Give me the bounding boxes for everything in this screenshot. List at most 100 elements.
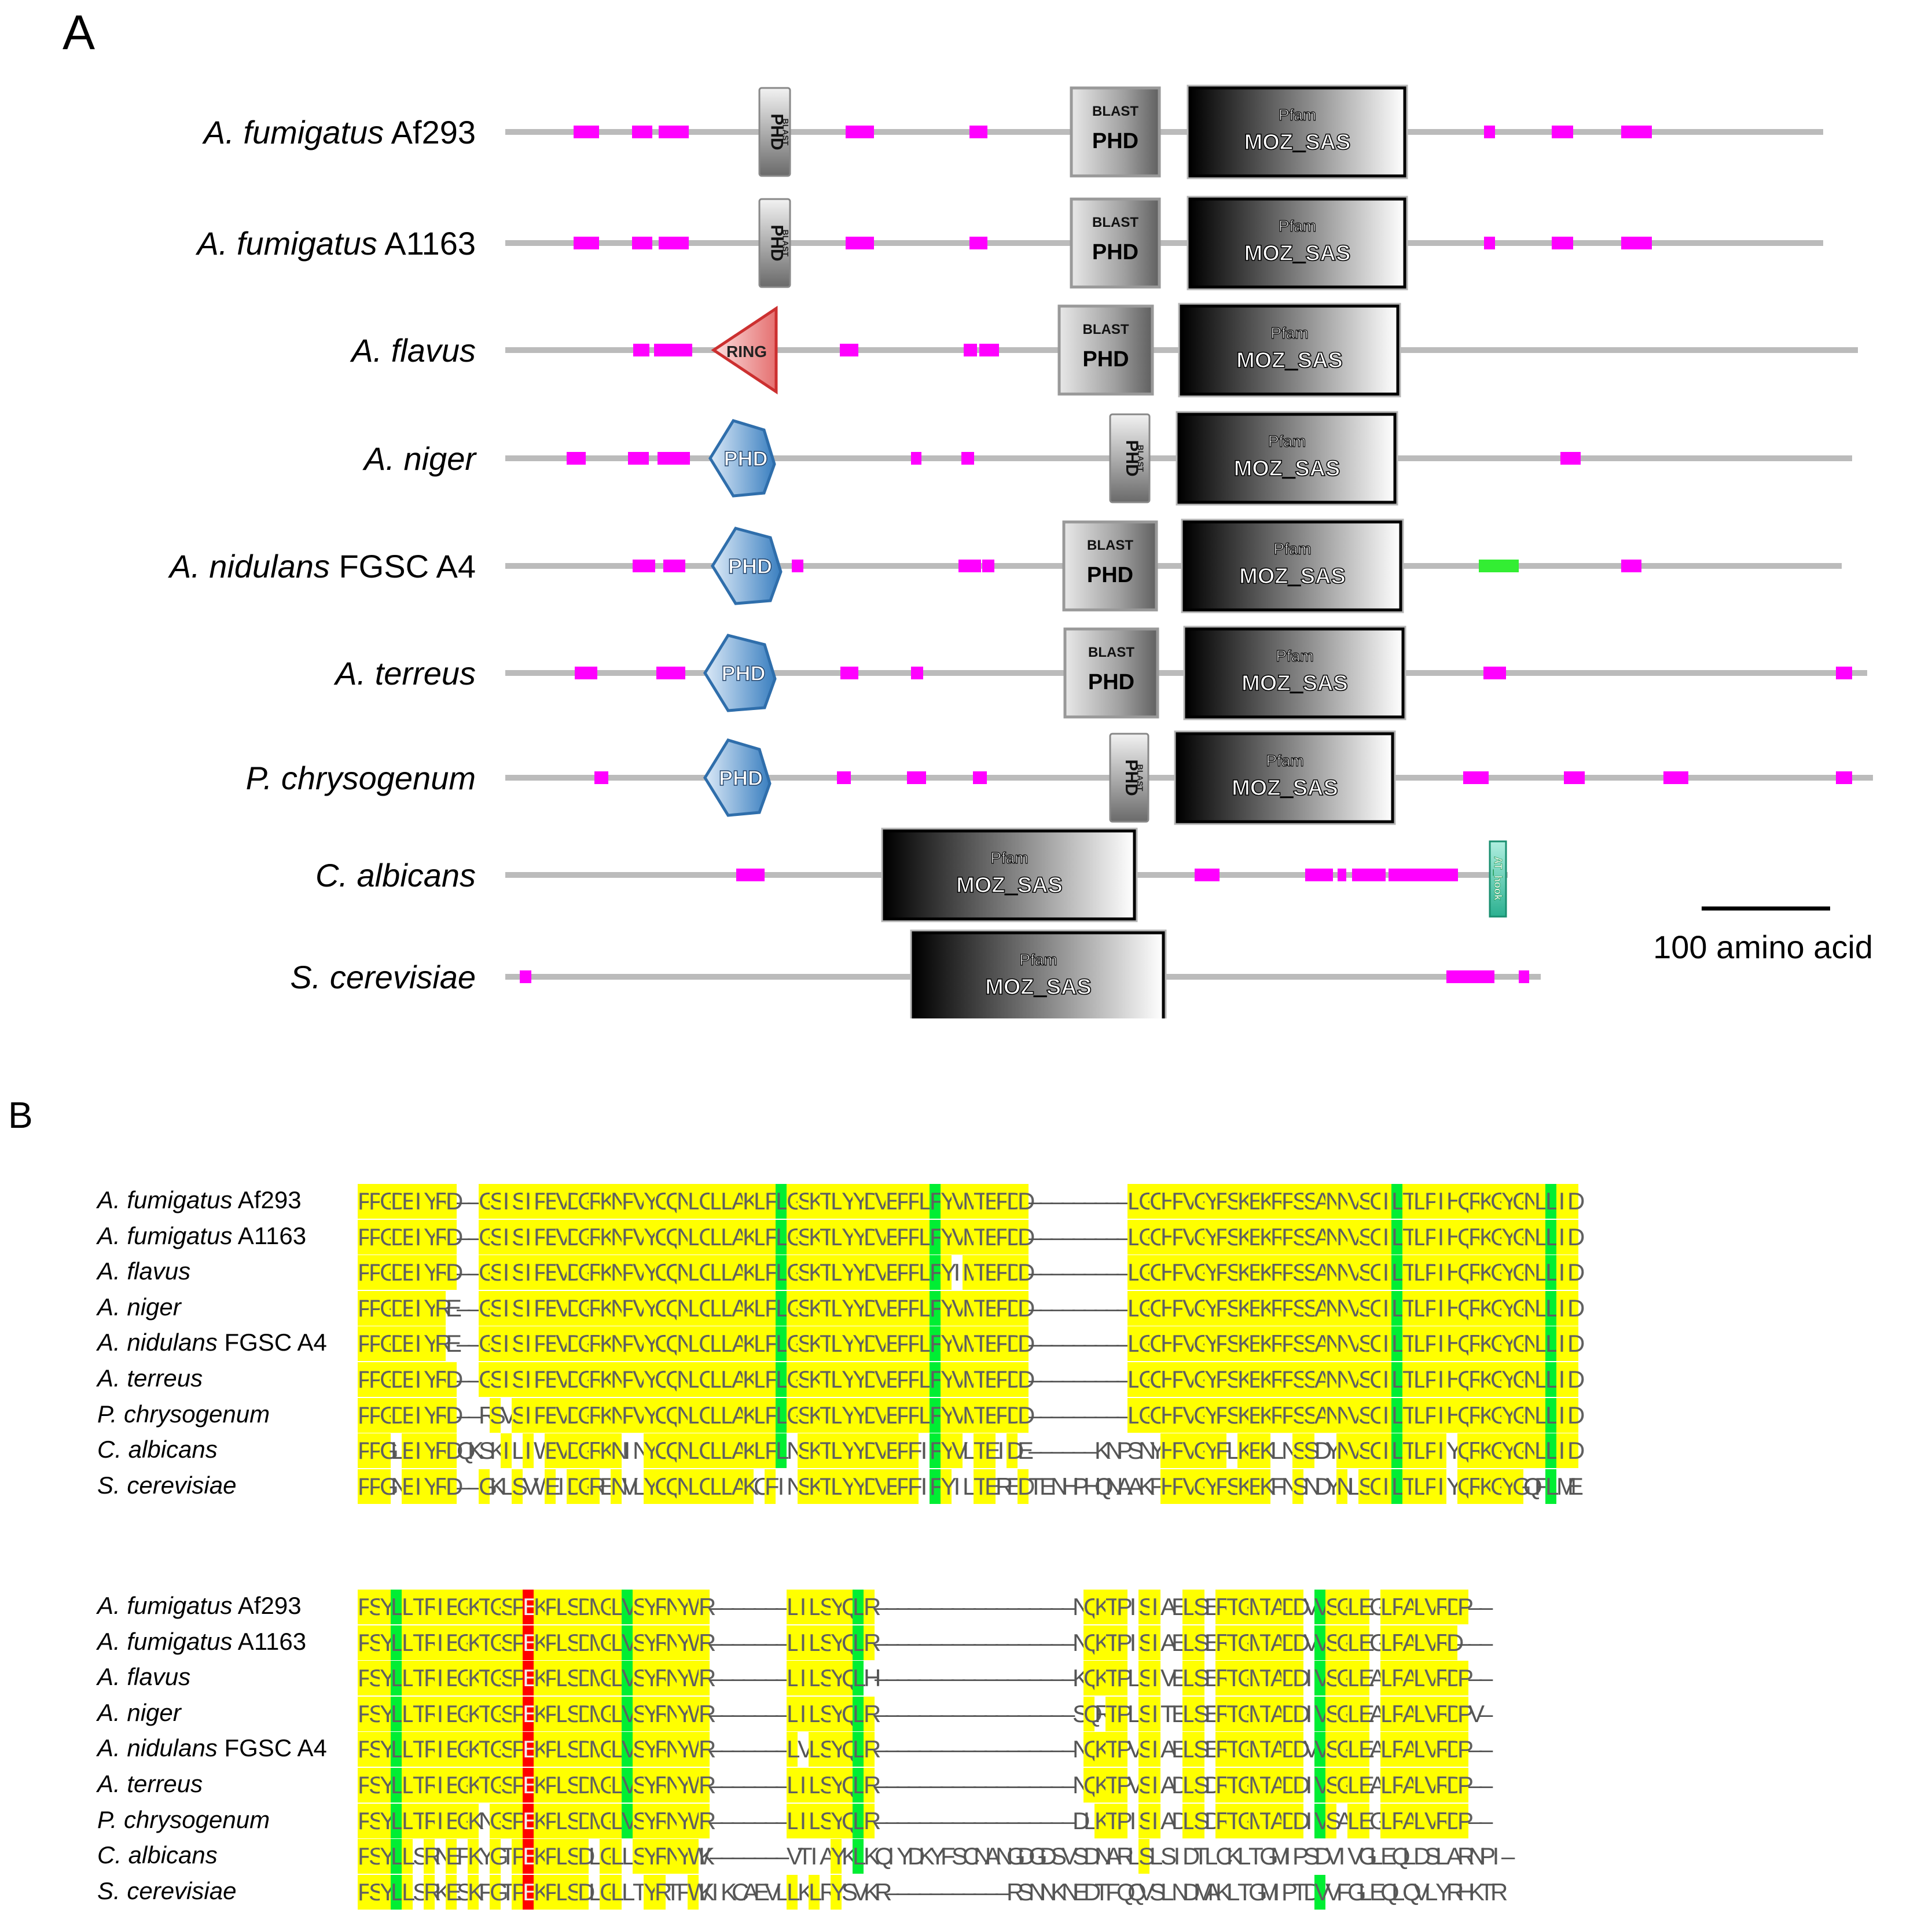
residue: G — [578, 1362, 597, 1397]
residue: Y — [831, 1768, 847, 1803]
residue: Q — [666, 1326, 685, 1362]
residue: C — [1149, 1184, 1167, 1219]
residue: V — [633, 1362, 649, 1397]
residue: L — [556, 1661, 569, 1696]
residue: L — [831, 1362, 844, 1397]
residue: G — [578, 1184, 597, 1219]
residue: I — [413, 1362, 424, 1397]
residue: L — [776, 1878, 789, 1906]
residue: F — [1215, 1184, 1231, 1219]
residue: K — [743, 1362, 759, 1397]
residue: L — [754, 1255, 767, 1290]
residue: – — [1072, 1366, 1086, 1393]
residue: M — [1248, 1732, 1269, 1767]
species-genus: A. flavus — [350, 332, 476, 369]
residue: I — [1380, 1433, 1391, 1469]
pfam-box — [912, 931, 1165, 1018]
residue: – — [974, 1700, 987, 1727]
residue: H — [1160, 1184, 1178, 1219]
residue: T — [1402, 1184, 1417, 1219]
residue: F — [1171, 1219, 1187, 1255]
residue: – — [930, 1664, 943, 1692]
residue: L — [1413, 1326, 1427, 1362]
residue: P — [1281, 1290, 1298, 1326]
residue: E — [1358, 1661, 1375, 1696]
disordered-region — [1484, 237, 1495, 249]
residue: T — [1105, 1768, 1121, 1803]
residue: G — [787, 1290, 806, 1326]
residue: D — [578, 1625, 595, 1660]
alignment-species-genus: A. flavus — [97, 1257, 191, 1285]
residue: A — [1270, 1696, 1287, 1731]
residue: R — [1468, 1184, 1486, 1219]
residue: Y — [424, 1362, 440, 1397]
residue: C — [655, 1433, 672, 1469]
residue: Y — [1446, 1472, 1463, 1500]
residue: D — [1072, 1807, 1090, 1834]
pfam-label: Pfam — [1279, 106, 1316, 124]
residue: F — [1171, 1255, 1187, 1290]
residue: N — [391, 1472, 409, 1500]
residue: K — [1237, 1362, 1254, 1397]
residue: M — [963, 1255, 983, 1290]
residue: S — [490, 1326, 506, 1362]
residue: I — [1556, 1184, 1567, 1219]
residue: K — [600, 1255, 616, 1290]
residue: L — [1402, 1842, 1416, 1870]
residue: L — [776, 1184, 789, 1219]
residue: I — [501, 1362, 512, 1397]
residue: Q — [842, 1590, 861, 1624]
residue: R — [1435, 1696, 1453, 1731]
residue: Y — [644, 1732, 660, 1767]
residue: S — [1358, 1255, 1375, 1290]
residue: A — [1369, 1771, 1386, 1798]
residue: T — [974, 1326, 989, 1362]
residue: – — [1040, 1437, 1053, 1465]
residue: P — [897, 1362, 913, 1397]
residue: D — [864, 1469, 881, 1504]
residue: C — [754, 1472, 772, 1500]
residue: – — [1040, 1664, 1053, 1692]
residue: E — [446, 1625, 462, 1660]
residue: G — [457, 1696, 476, 1731]
residue: C — [1149, 1326, 1167, 1362]
residue: G — [578, 1469, 597, 1504]
residue: V — [633, 1184, 649, 1219]
residue: N — [1336, 1184, 1354, 1219]
residue: R — [1457, 1842, 1475, 1870]
residue: – — [974, 1593, 987, 1620]
residue: – — [1029, 1330, 1042, 1358]
residue: I — [1149, 1768, 1160, 1803]
residue: Y — [1204, 1362, 1221, 1397]
residue: I — [711, 1878, 719, 1906]
residue: L — [710, 1290, 723, 1326]
residue: D — [578, 1732, 595, 1767]
residue: R — [589, 1433, 606, 1469]
residue: V — [501, 1401, 517, 1429]
residue: P — [545, 1768, 561, 1803]
residue: V — [1062, 1842, 1078, 1870]
residue: L — [919, 1219, 932, 1255]
residue: L — [919, 1184, 932, 1219]
residue: I — [413, 1433, 424, 1469]
residue: E — [523, 1696, 539, 1731]
residue: K — [1237, 1184, 1254, 1219]
residue: L — [787, 1625, 800, 1660]
residue: E — [985, 1433, 1001, 1469]
residue: G — [1237, 1625, 1257, 1660]
residue: Y — [380, 1661, 396, 1696]
residue: – — [754, 1664, 767, 1692]
residue: K — [809, 1290, 825, 1326]
residue: D — [1567, 1362, 1585, 1397]
residue: S — [1051, 1842, 1067, 1870]
residue: I — [435, 1661, 446, 1696]
residue: N — [666, 1590, 683, 1624]
residue: Y — [644, 1874, 660, 1910]
residue: L — [1545, 1290, 1559, 1326]
residue: K — [1479, 1433, 1496, 1469]
residue: I — [1380, 1362, 1391, 1397]
residue: G — [1369, 1593, 1389, 1620]
residue: K — [468, 1696, 484, 1731]
residue: D — [1413, 1842, 1431, 1870]
moz-sas-label: MOZ_SAS — [985, 975, 1092, 999]
